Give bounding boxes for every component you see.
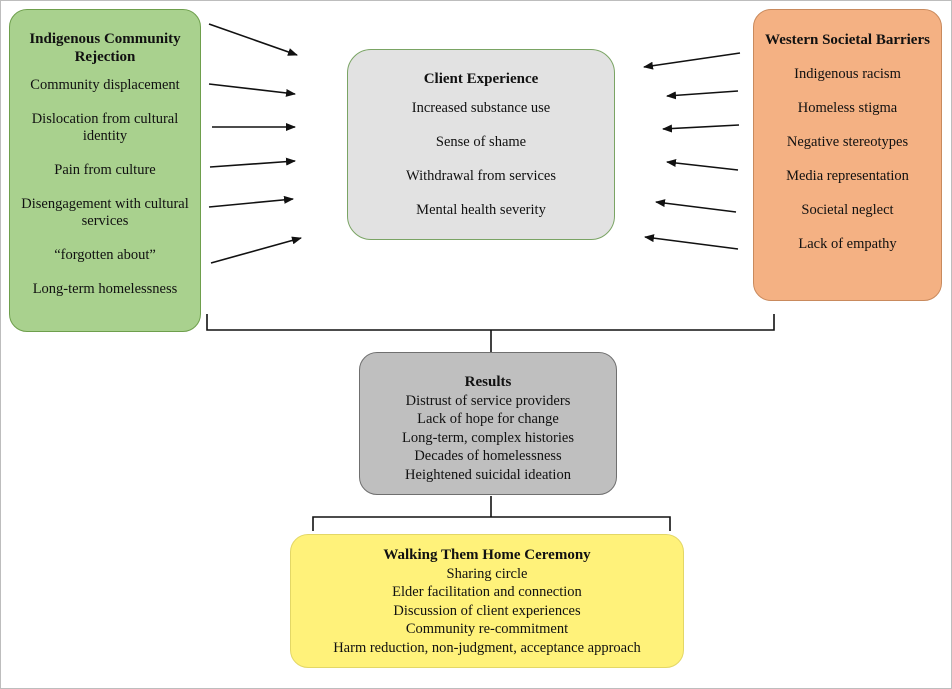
- right-box-item: Societal neglect: [801, 202, 894, 218]
- western-societal-barriers-box: Western Societal Barriers Indigenous rac…: [753, 9, 942, 301]
- results-box-item: Long-term, complex histories: [402, 429, 574, 446]
- left-box-item: Pain from culture: [54, 162, 156, 178]
- results-box-item: Decades of homelessness: [414, 448, 562, 464]
- ceremony-box-item: Elder facilitation and connection: [392, 584, 582, 600]
- ceremony-box-title: Walking Them Home Ceremony: [383, 547, 591, 563]
- center-box-item: Sense of shame: [435, 134, 527, 150]
- center-box-item: Increased substance use: [411, 100, 551, 116]
- left-arrow-6: [210, 236, 302, 264]
- center-box-title: Client Experience: [423, 71, 539, 87]
- left-box-item: Long-term homelessness: [32, 281, 178, 297]
- right-arrow-5: [655, 199, 737, 213]
- right-box-item: Indigenous racism: [794, 66, 901, 82]
- left-box-title: Indigenous Community Rejection: [29, 31, 181, 65]
- ceremony-box-item: Community re-commitment: [405, 621, 569, 637]
- left-arrow-1: [208, 23, 298, 56]
- left-arrow-5: [208, 195, 294, 208]
- results-box-item: Distrust of service providers: [405, 392, 571, 409]
- results-box-item: Heightened suicidal ideation: [405, 466, 571, 483]
- ceremony-box-item: Discussion of client experiences: [393, 602, 581, 619]
- right-box-item: Lack of empathy: [798, 236, 897, 252]
- top-brace: [206, 314, 775, 331]
- walking-them-home-ceremony-box: Walking Them Home Ceremony Sharing circl…: [290, 534, 684, 668]
- left-box-item: “forgotten about”: [54, 247, 156, 263]
- right-box-item: Media representation: [786, 168, 909, 184]
- right-arrow-1: [643, 52, 741, 70]
- center-box-item: Withdrawal from services: [406, 168, 556, 184]
- right-arrow-2: [666, 90, 739, 100]
- center-box-item: Mental health severity: [416, 202, 546, 218]
- client-experience-box: Client Experience Increased substance us…: [347, 49, 615, 240]
- right-arrow-3: [662, 124, 740, 133]
- right-box-item: Negative stereotypes: [786, 134, 909, 150]
- left-box-item: Community displacement: [30, 77, 180, 93]
- results-box-title: Results: [464, 374, 512, 390]
- results-box-item: Lack of hope for change: [417, 411, 559, 427]
- left-box-item: Dislocation from cultural identity: [31, 111, 179, 144]
- right-arrow-6: [644, 234, 739, 250]
- left-arrow-4: [209, 157, 296, 168]
- ceremony-box-item: Sharing circle: [446, 565, 528, 582]
- left-box-item: Disengagement with cultural services: [21, 196, 189, 229]
- bottom-brace: [312, 516, 671, 531]
- right-arrow-4: [666, 159, 739, 171]
- right-box-item: Homeless stigma: [797, 100, 898, 116]
- left-arrow-2: [208, 83, 296, 97]
- indigenous-community-rejection-box: Indigenous Community Rejection Community…: [9, 9, 201, 332]
- right-box-title: Western Societal Barriers: [765, 32, 930, 48]
- results-box: Results Distrust of service providers La…: [359, 352, 617, 495]
- ceremony-box-item: Harm reduction, non-judgment, acceptance…: [333, 639, 641, 656]
